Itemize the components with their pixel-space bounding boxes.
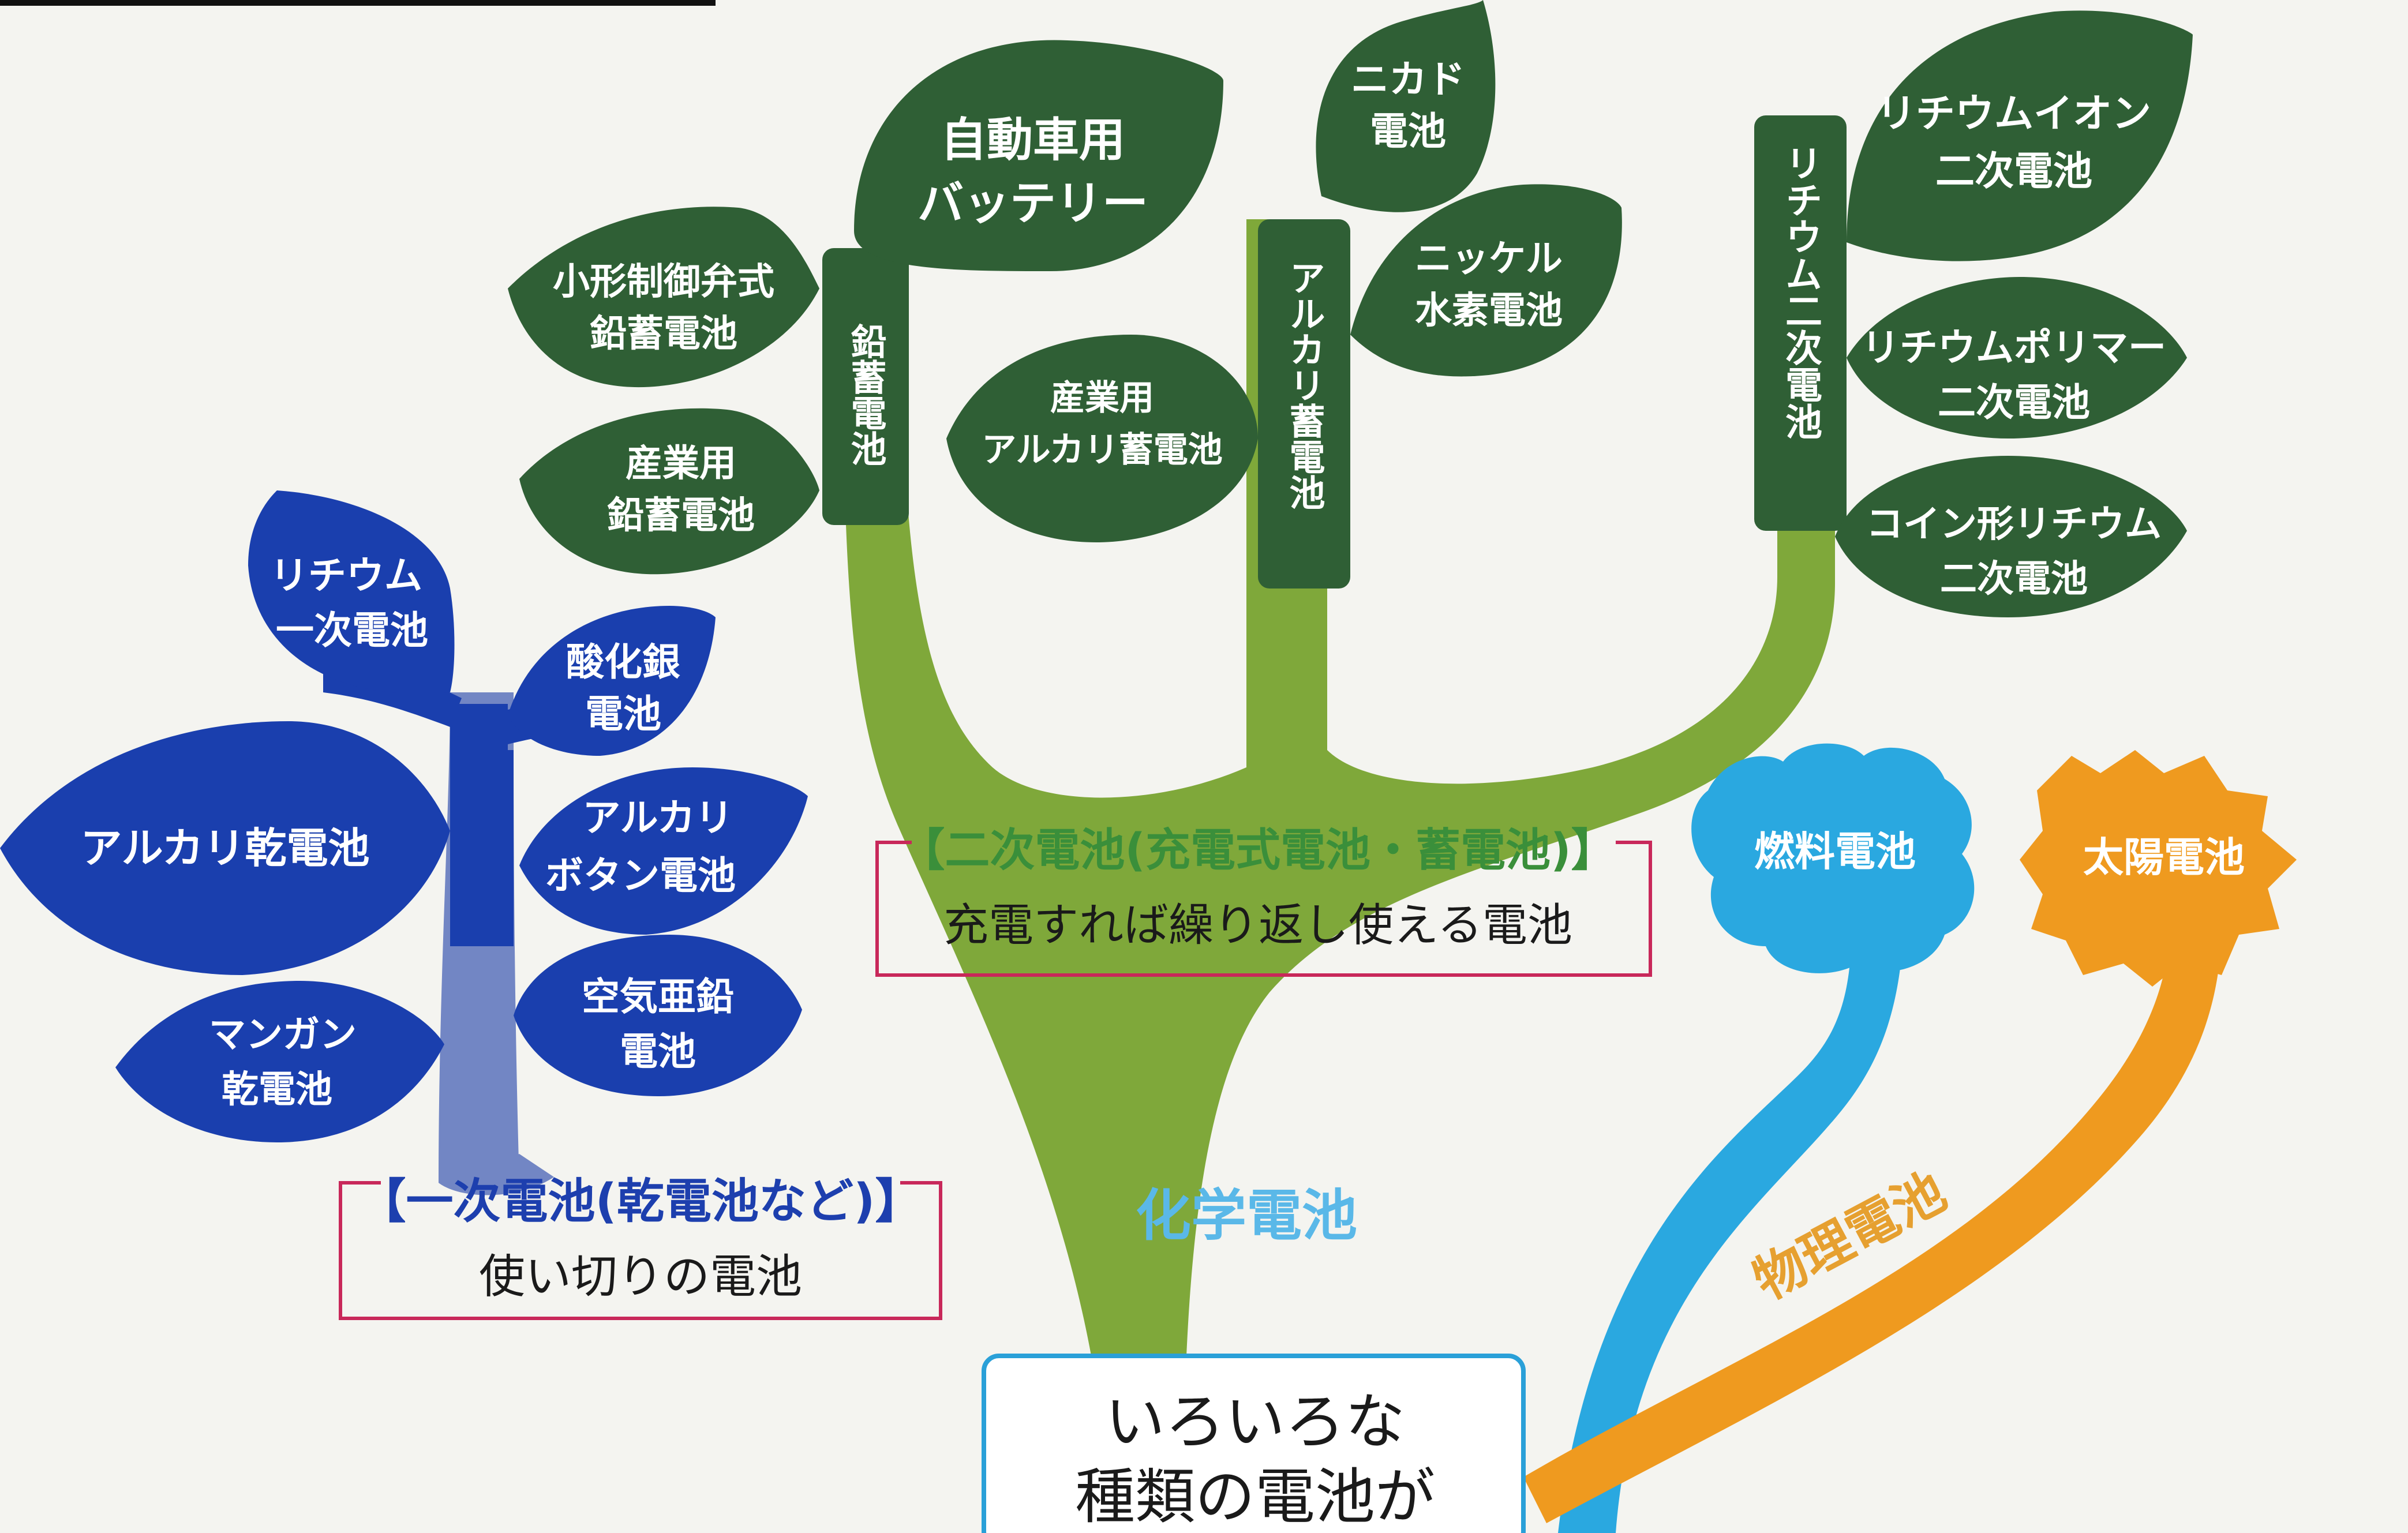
leaf-label-line1: ニッケル	[1415, 238, 1563, 280]
lithium-branch: リチウム二次電池	[1754, 115, 1847, 531]
leaf-label-line1: マンガン	[209, 1014, 357, 1056]
leaf-label-line2: 二次電池	[1938, 380, 2090, 425]
leaf-label-line1: リチウムイオン	[1877, 91, 2151, 137]
alkali-branch-label: アルカリ蓄電池	[1283, 260, 1325, 510]
leaf-label-line1: アルカリ乾電池	[80, 824, 369, 872]
leaf-silver-oxide: 酸化銀 電池	[508, 606, 716, 756]
leaf-label-line1: コイン形リチウム	[1866, 503, 2162, 546]
root-line1: いろいろな	[1105, 1386, 1405, 1457]
leaf-lithium-ion: リチウムイオン 二次電池	[1847, 10, 2193, 261]
leaf-label-line1: リチウム	[270, 553, 422, 598]
primary-caption-box: 【一次電池(乾電池など)】 使い切りの電池	[339, 1174, 942, 1320]
leaf-label-line2: 電池	[1370, 109, 1446, 153]
leaf-label-line1: 産業用	[626, 443, 736, 485]
leaf-label-line1: 酸化銀	[566, 640, 680, 684]
leaf-label-line2: 電池	[585, 692, 661, 736]
leaf-alkaline-button: アルカリ ボタン電池	[519, 767, 808, 935]
leaf-label-line2: 二次電池	[1935, 149, 2092, 194]
leaf-label-line1: アルカリ	[582, 796, 733, 840]
root-line2: 種類の電池が	[1075, 1461, 1435, 1532]
leaf-label-line1: ニカド	[1351, 57, 1465, 102]
leaf-car-battery: 自動車用 バッテリー	[854, 40, 1223, 271]
leaf-lithium-primary: リチウム 一次電池	[248, 490, 455, 694]
leaf-label-line2: 二次電池	[1940, 558, 2088, 601]
leaf-manganese: マンガン 乾電池	[115, 981, 444, 1142]
solar-cell-label: 太陽電池	[2083, 834, 2245, 881]
secondary-heading: 【二次電池(充電式電池・蓄電池)】	[900, 824, 1616, 876]
secondary-caption-box: 【二次電池(充電式電池・蓄電池)】 充電すれば繰り返し使える電池	[875, 824, 1652, 977]
primary-caption: 使い切りの電池	[479, 1250, 802, 1303]
primary-heading: 【一次電池(乾電池など)】	[359, 1174, 923, 1229]
leaf-label-line2: 乾電池	[222, 1069, 332, 1111]
solar-cell-stem	[1523, 923, 2222, 1523]
alkali-branch: アルカリ蓄電池	[1258, 219, 1350, 589]
lead-branch-label: 鉛蓄電池	[845, 323, 887, 466]
leaf-alkaline-dry: アルカリ乾電池	[0, 721, 450, 975]
root-box: いろいろな 種類の電池が	[982, 1354, 1526, 1533]
leaf-label-line2: 一次電池	[276, 608, 428, 653]
leaf-label-line2: 鉛蓄電池	[590, 313, 737, 355]
leaf-label-line1: 産業用	[1050, 378, 1154, 418]
leaf-label-line2: 水素電池	[1415, 290, 1563, 332]
leaf-label-line2: 電池	[620, 1029, 696, 1074]
secondary-caption: 充電すれば繰り返し使える電池	[943, 899, 1572, 951]
fuel-cell-label: 燃料電池	[1754, 828, 1916, 875]
leaf-label-line1: 空気亜鉛	[582, 974, 734, 1019]
leaf-zinc-air: 空気亜鉛 電池	[514, 935, 802, 1096]
leaf-small-valve-lead: 小形制御弁式 鉛蓄電池	[508, 207, 819, 388]
leaf-label-line1: 小形制御弁式	[553, 261, 774, 303]
leaf-label-line1: 自動車用	[941, 113, 1125, 167]
lithium-branch-label: リチウム二次電池	[1779, 144, 1822, 440]
top-edge-bar	[0, 0, 716, 6]
leaf-lithium-polymer: リチウムポリマー 二次電池	[1847, 277, 2187, 438]
leaf-label-line2: アルカリ蓄電池	[982, 430, 1223, 470]
leaf-label-line2: 鉛蓄電池	[607, 494, 755, 537]
leaf-nicad: ニカド 電池	[1316, 0, 1496, 212]
fuel-cell-stem	[1558, 900, 1904, 1533]
fuel-cell-node: 燃料電池	[1691, 743, 1975, 973]
leaf-label-line1: リチウムポリマー	[1862, 325, 2166, 370]
solar-cell-node: 太陽電池	[2020, 750, 2297, 987]
leaf-label-line2: バッテリー	[917, 177, 1148, 230]
leaf-industrial-alkali: 産業用 アルカリ蓄電池	[946, 335, 1258, 542]
leaf-nickel-metal-hydride: ニッケル 水素電池	[1350, 184, 1622, 377]
chemical-battery-label: 化学電池	[1136, 1183, 1357, 1248]
leaf-label-line2: ボタン電池	[545, 853, 736, 898]
leaf-coin-lithium: コイン形リチウム 二次電池	[1835, 456, 2187, 617]
secondary-trunk	[842, 115, 1835, 1533]
leaf-industrial-lead: 産業用 鉛蓄電池	[519, 408, 819, 575]
lead-branch: 鉛蓄電池	[822, 248, 909, 525]
